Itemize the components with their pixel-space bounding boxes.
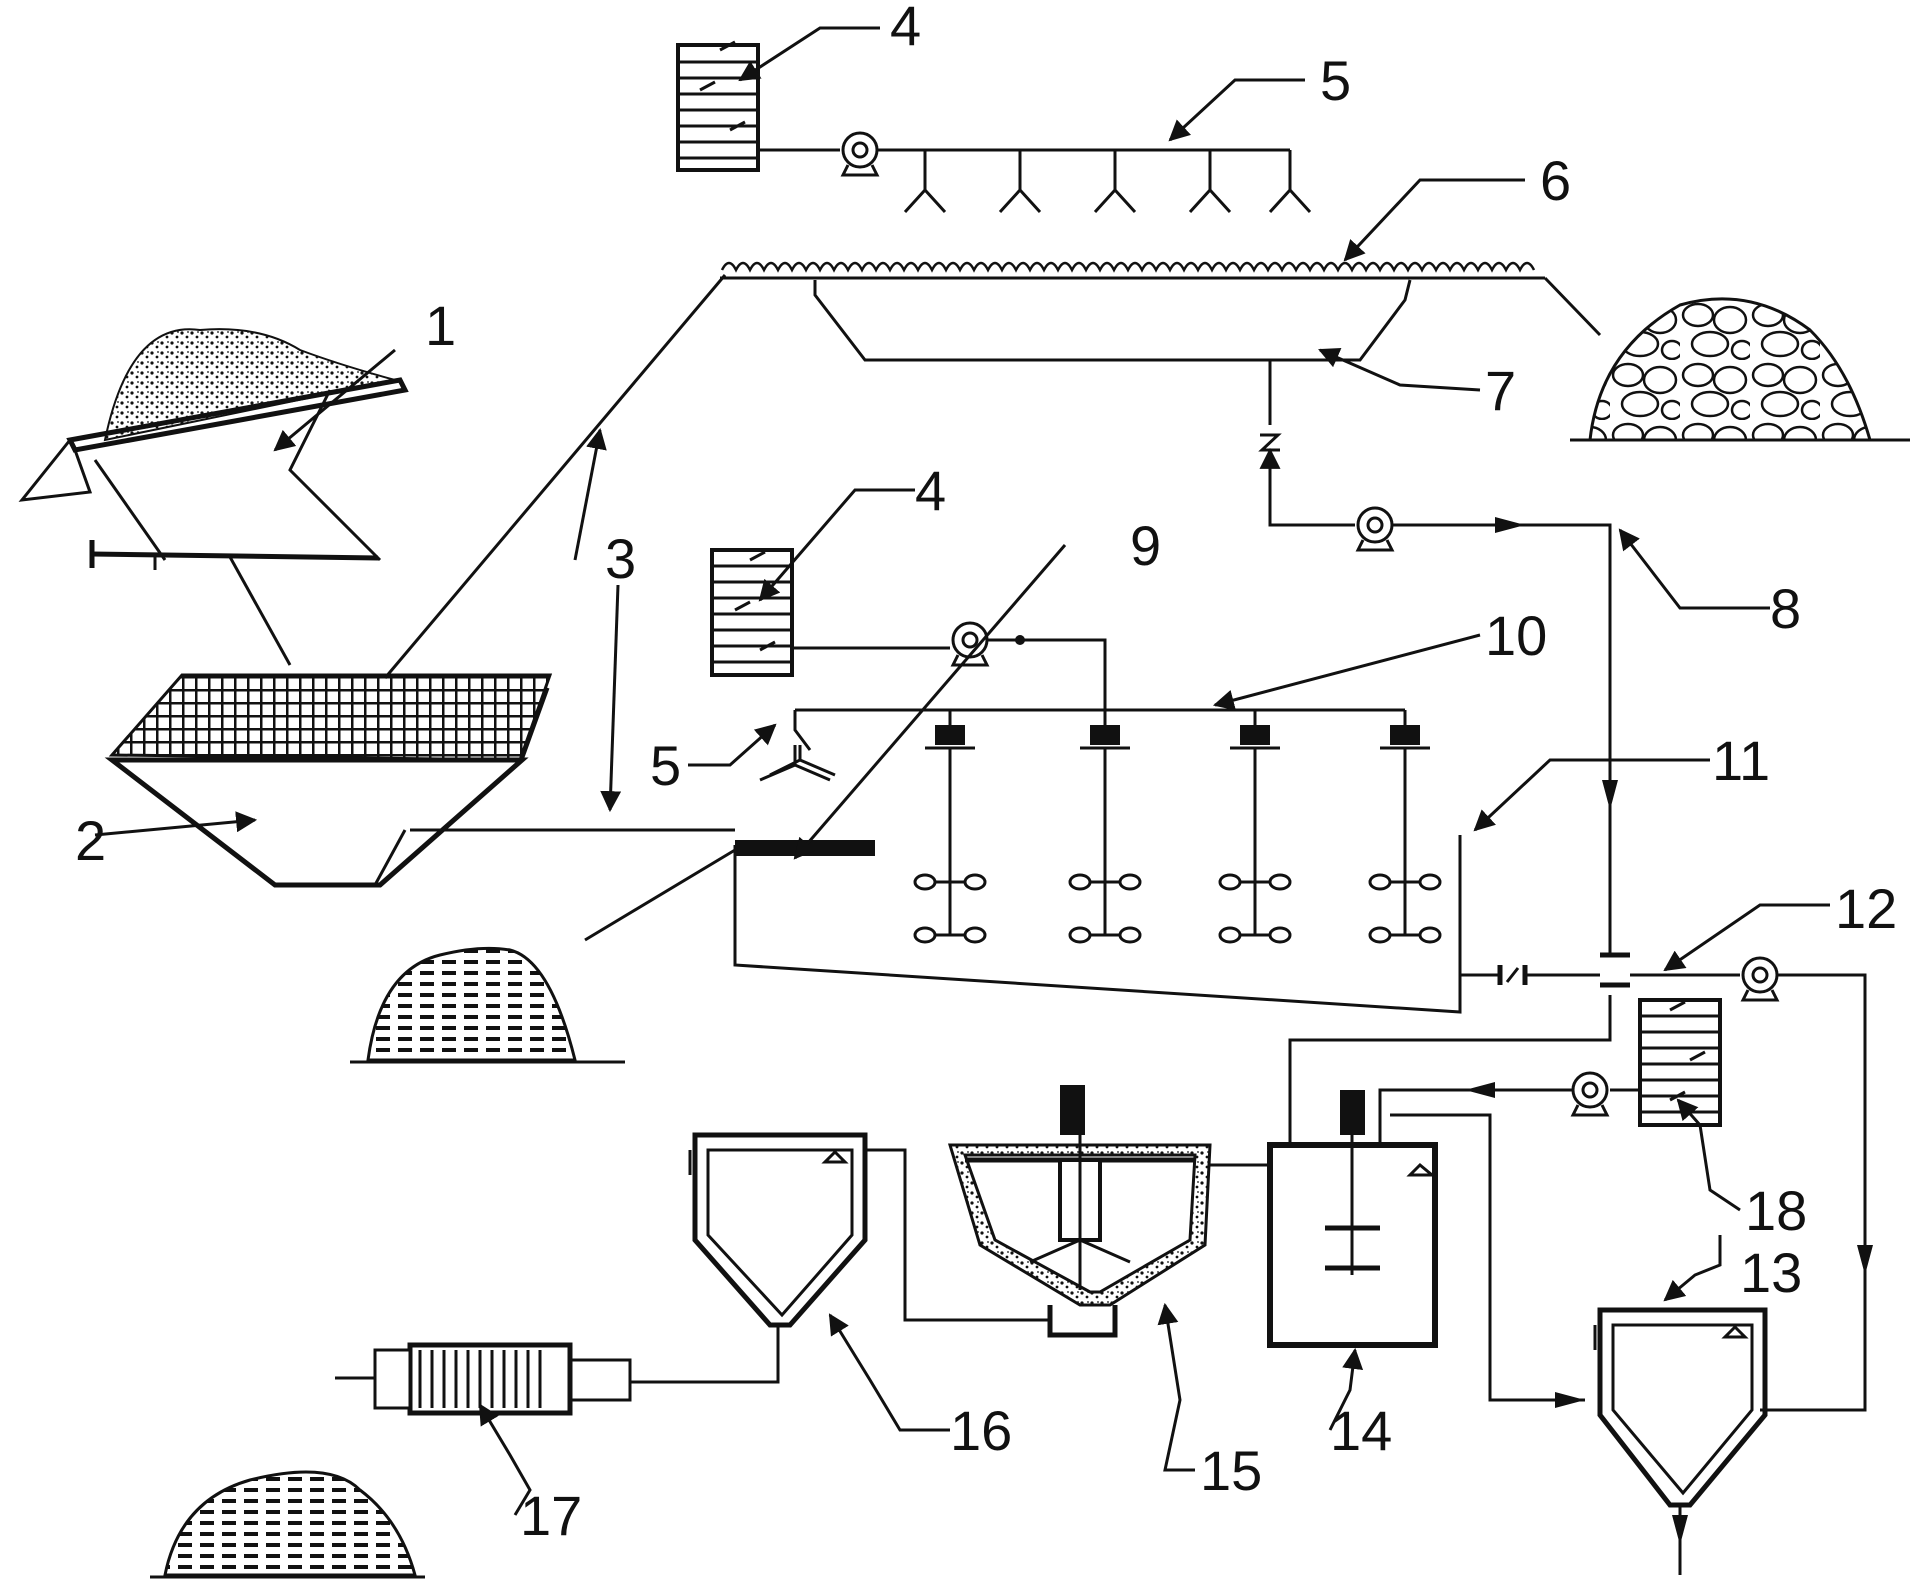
agitator-4 bbox=[1368, 710, 1442, 944]
label-6: 6 bbox=[1540, 149, 1571, 212]
label-7: 7 bbox=[1485, 359, 1516, 422]
label-1: 1 bbox=[425, 294, 456, 357]
label-10: 10 bbox=[1485, 604, 1547, 667]
label-13: 13 bbox=[1740, 1241, 1802, 1304]
cone-tank-13 bbox=[1555, 1307, 1768, 1575]
collection-trough bbox=[813, 279, 1412, 527]
label-4-top: 4 bbox=[890, 0, 921, 57]
filter-press bbox=[335, 1342, 632, 1416]
label-15: 15 bbox=[1200, 1439, 1262, 1502]
label-12: 12 bbox=[1835, 877, 1897, 940]
leached-residue-heap bbox=[1570, 297, 1910, 442]
label-9: 9 bbox=[1130, 514, 1161, 577]
reagent-tank-top bbox=[676, 40, 760, 172]
label-16: 16 bbox=[950, 1399, 1012, 1462]
label-5-mid: 5 bbox=[650, 734, 681, 797]
label-17: 17 bbox=[520, 1484, 582, 1547]
thickener bbox=[947, 1085, 1270, 1338]
feeder-frame bbox=[89, 540, 379, 666]
label-2: 2 bbox=[75, 809, 106, 872]
leader-lines bbox=[94, 26, 1830, 1516]
agitator-2 bbox=[1068, 710, 1142, 944]
residue-heap-bottom bbox=[150, 1470, 425, 1579]
label-11: 11 bbox=[1712, 729, 1770, 792]
pregnant-solution-pump bbox=[1355, 506, 1618, 955]
residue-heap-mid bbox=[350, 946, 625, 1064]
conveyor-lines bbox=[383, 274, 736, 942]
agitator-3 bbox=[1218, 710, 1292, 944]
label-8: 8 bbox=[1770, 577, 1801, 640]
agitator-1 bbox=[913, 710, 987, 944]
heap-leach-pad bbox=[720, 261, 1602, 337]
ore-heap bbox=[103, 328, 396, 442]
label-18: 18 bbox=[1745, 1179, 1807, 1242]
agitation-leach-tank bbox=[733, 835, 1462, 1014]
label-3: 3 bbox=[605, 527, 636, 590]
settling-cone bbox=[630, 1132, 1050, 1384]
pad-beads bbox=[720, 261, 1536, 273]
agitator-header bbox=[759, 708, 1405, 782]
label-14: 14 bbox=[1330, 1399, 1392, 1462]
label-5-top: 5 bbox=[1320, 49, 1351, 112]
spray-header-top bbox=[758, 131, 1312, 214]
callout-labels: 1 2 3 4 5 6 7 8 4 9 10 5 11 12 18 13 14 … bbox=[75, 0, 1897, 1547]
grizzly-screen bbox=[104, 673, 553, 888]
label-4-mid: 4 bbox=[915, 459, 946, 522]
reagent-tank-mid bbox=[710, 548, 1107, 735]
raw-ore-hopper bbox=[18, 328, 409, 562]
mixing-tank bbox=[1267, 1090, 1585, 1402]
discharge-line bbox=[1288, 952, 1873, 1412]
